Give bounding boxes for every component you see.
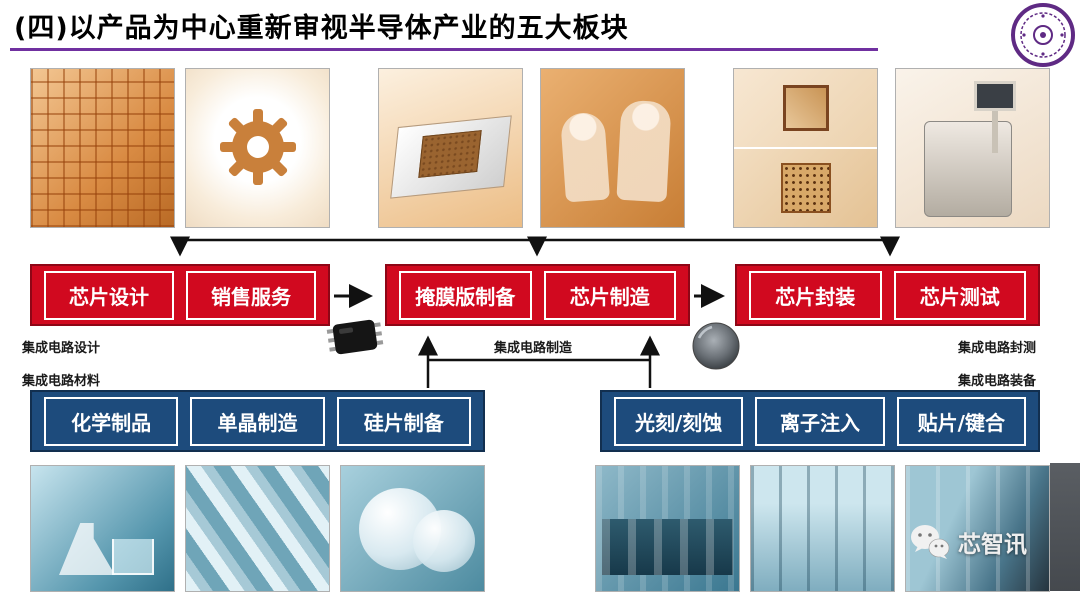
page-title: (四)以产品为中心重新审视半导体产业的五大板块: [14, 13, 629, 44]
gear-icon: [220, 109, 296, 185]
image-chip-packages: [733, 68, 878, 228]
image-chip-layout: [30, 68, 175, 228]
box-sales-service: 销售服务: [186, 270, 316, 320]
image-crystal-ingots: [185, 465, 330, 592]
wafer-image: [692, 322, 740, 370]
ic-package-image: [326, 319, 384, 355]
university-seal-logo: [1011, 3, 1075, 67]
box-chip-design: 芯片设计: [44, 270, 174, 320]
box-litho-etch: 光刻/刻蚀: [614, 396, 744, 446]
right-edge-strip: [1050, 463, 1080, 591]
chip-package-bottom: [734, 149, 877, 227]
wafer-on-laptop-shape: [418, 130, 482, 178]
worker-figure: [616, 99, 672, 203]
box-chip-packaging: 芯片封装: [749, 270, 882, 320]
box-mask-preparation: 掩膜版制备: [399, 270, 532, 320]
watermark-text: 芯智讯: [958, 532, 1027, 558]
box-chip-fabrication: 芯片制造: [543, 270, 676, 320]
caption-ic-packaging-testing: 集成电路封测: [958, 341, 1037, 356]
machine-arm-shape: [992, 109, 998, 153]
wechat-icon: [911, 525, 950, 559]
caption-ic-equipment: 集成电路装备: [958, 374, 1037, 389]
box-chemical-products: 化学制品: [44, 396, 179, 446]
beaker-shape: [112, 539, 154, 575]
image-wafer-laptop: [378, 68, 523, 228]
group-ic-design: 芯片设计 销售服务: [30, 264, 330, 326]
title-underline: [10, 48, 878, 51]
box-chip-testing: 芯片测试: [893, 270, 1026, 320]
box-single-crystal: 单晶制造: [190, 396, 325, 446]
box-die-bond: 贴片/键合: [896, 396, 1026, 446]
box-ion-implant: 离子注入: [755, 396, 885, 446]
image-litho-equipment: [595, 465, 740, 592]
watermark: 芯智讯: [910, 524, 1027, 560]
wafer-disc-shape: [413, 510, 475, 572]
caption-ic-materials: 集成电路材料: [22, 374, 101, 389]
image-gear-tools: [185, 68, 330, 228]
worker-figure: [559, 111, 611, 203]
image-lab-chemicals: [30, 465, 175, 592]
flask-shape: [59, 523, 115, 575]
group-ic-manufacturing: 掩膜版制备 芯片制造: [385, 264, 690, 326]
image-silicon-wafers: [340, 465, 485, 592]
chip-package-top: [734, 69, 877, 149]
caption-ic-design: 集成电路设计: [22, 341, 101, 356]
image-cleanroom-workers: [540, 68, 685, 228]
machine-screen-shape: [974, 81, 1016, 111]
group-ic-equipment: 光刻/刻蚀 离子注入 贴片/键合: [600, 390, 1040, 452]
group-ic-materials: 化学制品 单晶制造 硅片制备: [30, 390, 485, 452]
machinery-band-shape: [602, 519, 733, 575]
group-ic-packaging-testing: 芯片封装 芯片测试: [735, 264, 1040, 326]
image-test-equipment: [895, 68, 1050, 228]
caption-ic-manufacturing: 集成电路制造: [494, 341, 573, 356]
machine-body-shape: [924, 121, 1012, 217]
image-fab-equipment: [750, 465, 895, 592]
box-wafer-preparation: 硅片制备: [336, 396, 471, 446]
